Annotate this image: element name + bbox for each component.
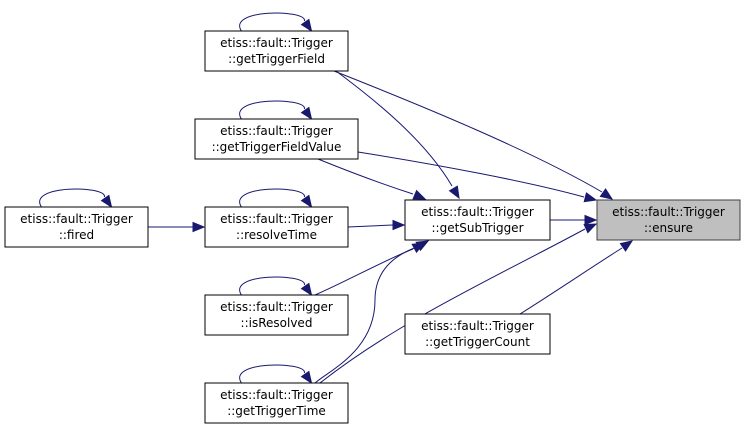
node-box <box>204 30 349 72</box>
arrowhead <box>300 370 313 385</box>
node-getTriggerField[interactable]: etiss::fault::Trigger::getTriggerField <box>204 30 349 72</box>
edge-isResolved-to-isResolved <box>239 276 313 297</box>
node-ensure[interactable]: etiss::fault::Trigger::ensure <box>596 199 741 241</box>
node-method-label: ::fired <box>59 228 94 242</box>
node-class-label: etiss::fault::Trigger <box>220 124 333 138</box>
arrowhead <box>583 192 598 203</box>
edge-getTriggerField-to-ensure <box>333 70 614 200</box>
edge-fired-to-fired <box>39 188 113 209</box>
edge-fired-to-resolveTime <box>148 221 206 233</box>
node-method-label: ::isResolved <box>241 316 313 330</box>
arrowhead <box>300 18 313 33</box>
node-method-label: ::getTriggerTime <box>227 404 326 418</box>
edge-line <box>314 246 418 384</box>
edge-getTriggerTime-to-getTriggerTime <box>239 364 313 385</box>
edge-line <box>319 228 586 384</box>
node-getTriggerCount[interactable]: etiss::fault::Trigger::getTriggerCount <box>404 313 551 355</box>
arrowhead <box>599 188 614 200</box>
arrowhead <box>392 219 406 231</box>
arrowhead <box>192 221 206 233</box>
edge-line <box>335 70 453 187</box>
edge-getTriggerCount-to-ensure <box>519 240 634 315</box>
node-box <box>204 294 349 336</box>
edge-line <box>519 247 623 315</box>
node-getSubTrigger[interactable]: etiss::fault::Trigger::getSubTrigger <box>404 199 551 241</box>
arrowhead <box>584 214 598 226</box>
node-method-label: ::resolveTime <box>236 228 317 242</box>
arrowhead <box>100 194 113 209</box>
node-method-label: ::getSubTrigger <box>431 221 523 235</box>
edge-layer <box>39 12 634 385</box>
arrowhead <box>412 189 427 200</box>
edge-getTriggerFieldValue-to-getSubTrigger <box>317 158 427 200</box>
edge-getSubTrigger-to-ensure <box>550 214 598 226</box>
node-class-label: etiss::fault::Trigger <box>220 36 333 50</box>
node-method-label: ::getTriggerCount <box>425 335 530 349</box>
edge-getTriggerTime-to-getSubTrigger <box>314 240 430 384</box>
arrowhead <box>583 223 598 234</box>
node-class-label: etiss::fault::Trigger <box>612 205 725 219</box>
node-class-label: etiss::fault::Trigger <box>421 319 534 333</box>
arrowhead <box>300 282 313 297</box>
node-isResolved[interactable]: etiss::fault::Trigger::isResolved <box>204 294 349 336</box>
edge-getTriggerFieldValue-to-ensure <box>357 151 598 203</box>
edge-getTriggerField-to-getSubTrigger <box>335 70 460 200</box>
node-box <box>204 206 349 248</box>
node-class-label: etiss::fault::Trigger <box>421 205 534 219</box>
node-class-label: etiss::fault::Trigger <box>220 212 333 226</box>
node-box <box>404 199 551 241</box>
node-layer: etiss::fault::Trigger::ensureetiss::faul… <box>4 30 741 424</box>
node-method-label: ::ensure <box>644 221 693 235</box>
node-fired[interactable]: etiss::fault::Trigger::fired <box>4 206 149 248</box>
node-method-label: ::getTriggerFieldValue <box>212 140 342 154</box>
edge-line <box>317 158 414 195</box>
edge-line <box>239 12 305 32</box>
node-box <box>404 313 551 355</box>
edge-line <box>347 224 394 228</box>
node-box <box>194 118 359 160</box>
arrowhead <box>415 240 430 252</box>
node-getTriggerFieldValue[interactable]: etiss::fault::Trigger::getTriggerFieldVa… <box>194 118 359 160</box>
arrowhead <box>619 240 634 252</box>
edge-getTriggerFieldValue-to-getTriggerFieldValue <box>239 100 313 121</box>
edge-line <box>239 188 305 208</box>
node-box <box>596 199 741 241</box>
edge-line <box>239 364 305 384</box>
node-class-label: etiss::fault::Trigger <box>220 388 333 402</box>
edge-line <box>239 276 305 296</box>
edge-resolveTime-to-resolveTime <box>239 188 313 209</box>
node-class-label: etiss::fault::Trigger <box>20 212 133 226</box>
edge-resolveTime-to-getSubTrigger <box>347 219 406 231</box>
edge-line <box>239 100 305 120</box>
node-method-label: ::getTriggerField <box>228 52 325 66</box>
edge-line <box>39 188 105 208</box>
node-getTriggerTime[interactable]: etiss::fault::Trigger::getTriggerTime <box>204 382 349 424</box>
node-class-label: etiss::fault::Trigger <box>220 300 333 314</box>
edge-line <box>357 151 585 198</box>
node-box <box>204 382 349 424</box>
edge-getTriggerField-to-getTriggerField <box>239 12 313 33</box>
node-box <box>4 206 149 248</box>
edge-getTriggerTime-to-ensure <box>319 223 598 384</box>
arrowhead <box>448 185 460 200</box>
arrowhead <box>300 106 313 121</box>
node-resolveTime[interactable]: etiss::fault::Trigger::resolveTime <box>204 206 349 248</box>
edge-line <box>333 70 603 193</box>
arrowhead <box>300 194 313 209</box>
